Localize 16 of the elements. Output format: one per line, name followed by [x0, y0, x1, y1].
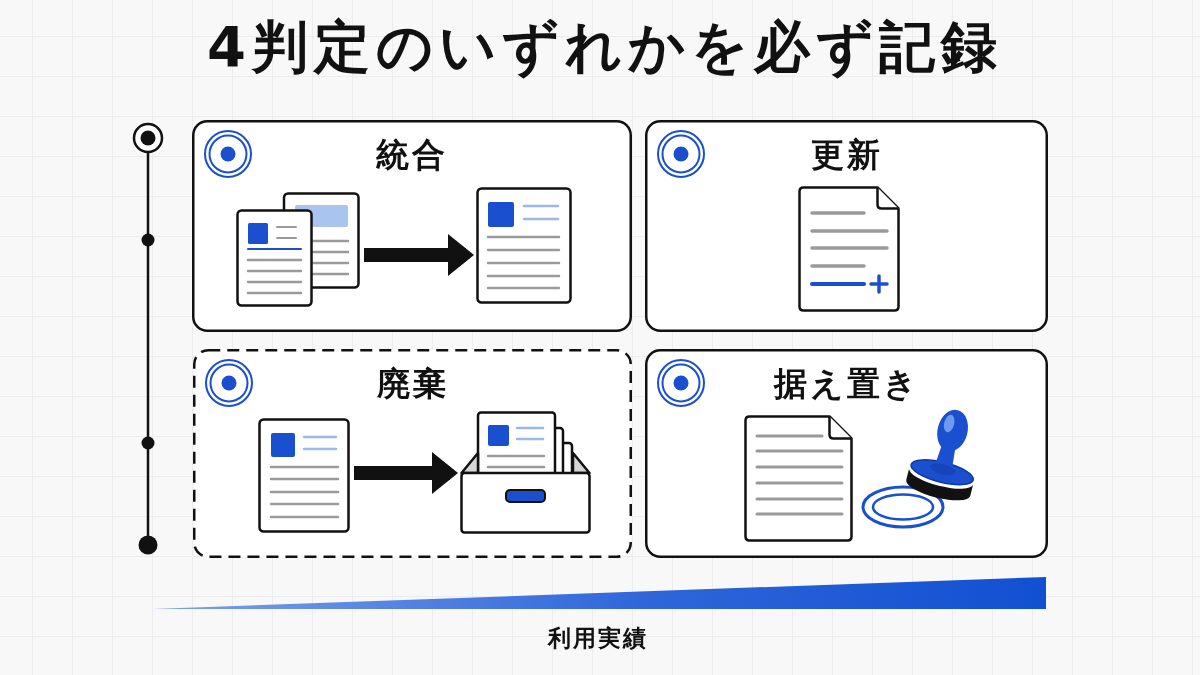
title: 4判定のいずれかを必ず記録	[207, 13, 1003, 81]
panel	[645, 120, 1048, 332]
panel-heading: 更新	[810, 135, 883, 175]
documents-illustration	[236, 192, 360, 307]
arrow	[364, 234, 474, 276]
panel	[192, 120, 632, 332]
panel	[193, 349, 632, 558]
panel	[645, 349, 1048, 558]
panel-heading: 据え置き	[773, 364, 920, 404]
panel-heading: 統合	[376, 135, 448, 175]
panel-heading: 廃棄	[376, 364, 449, 404]
axis-label: 利用実績	[548, 625, 648, 653]
arrow	[354, 452, 458, 494]
file-box-illustration	[460, 411, 591, 534]
document-illustration	[258, 418, 350, 533]
document-illustration	[476, 187, 572, 304]
